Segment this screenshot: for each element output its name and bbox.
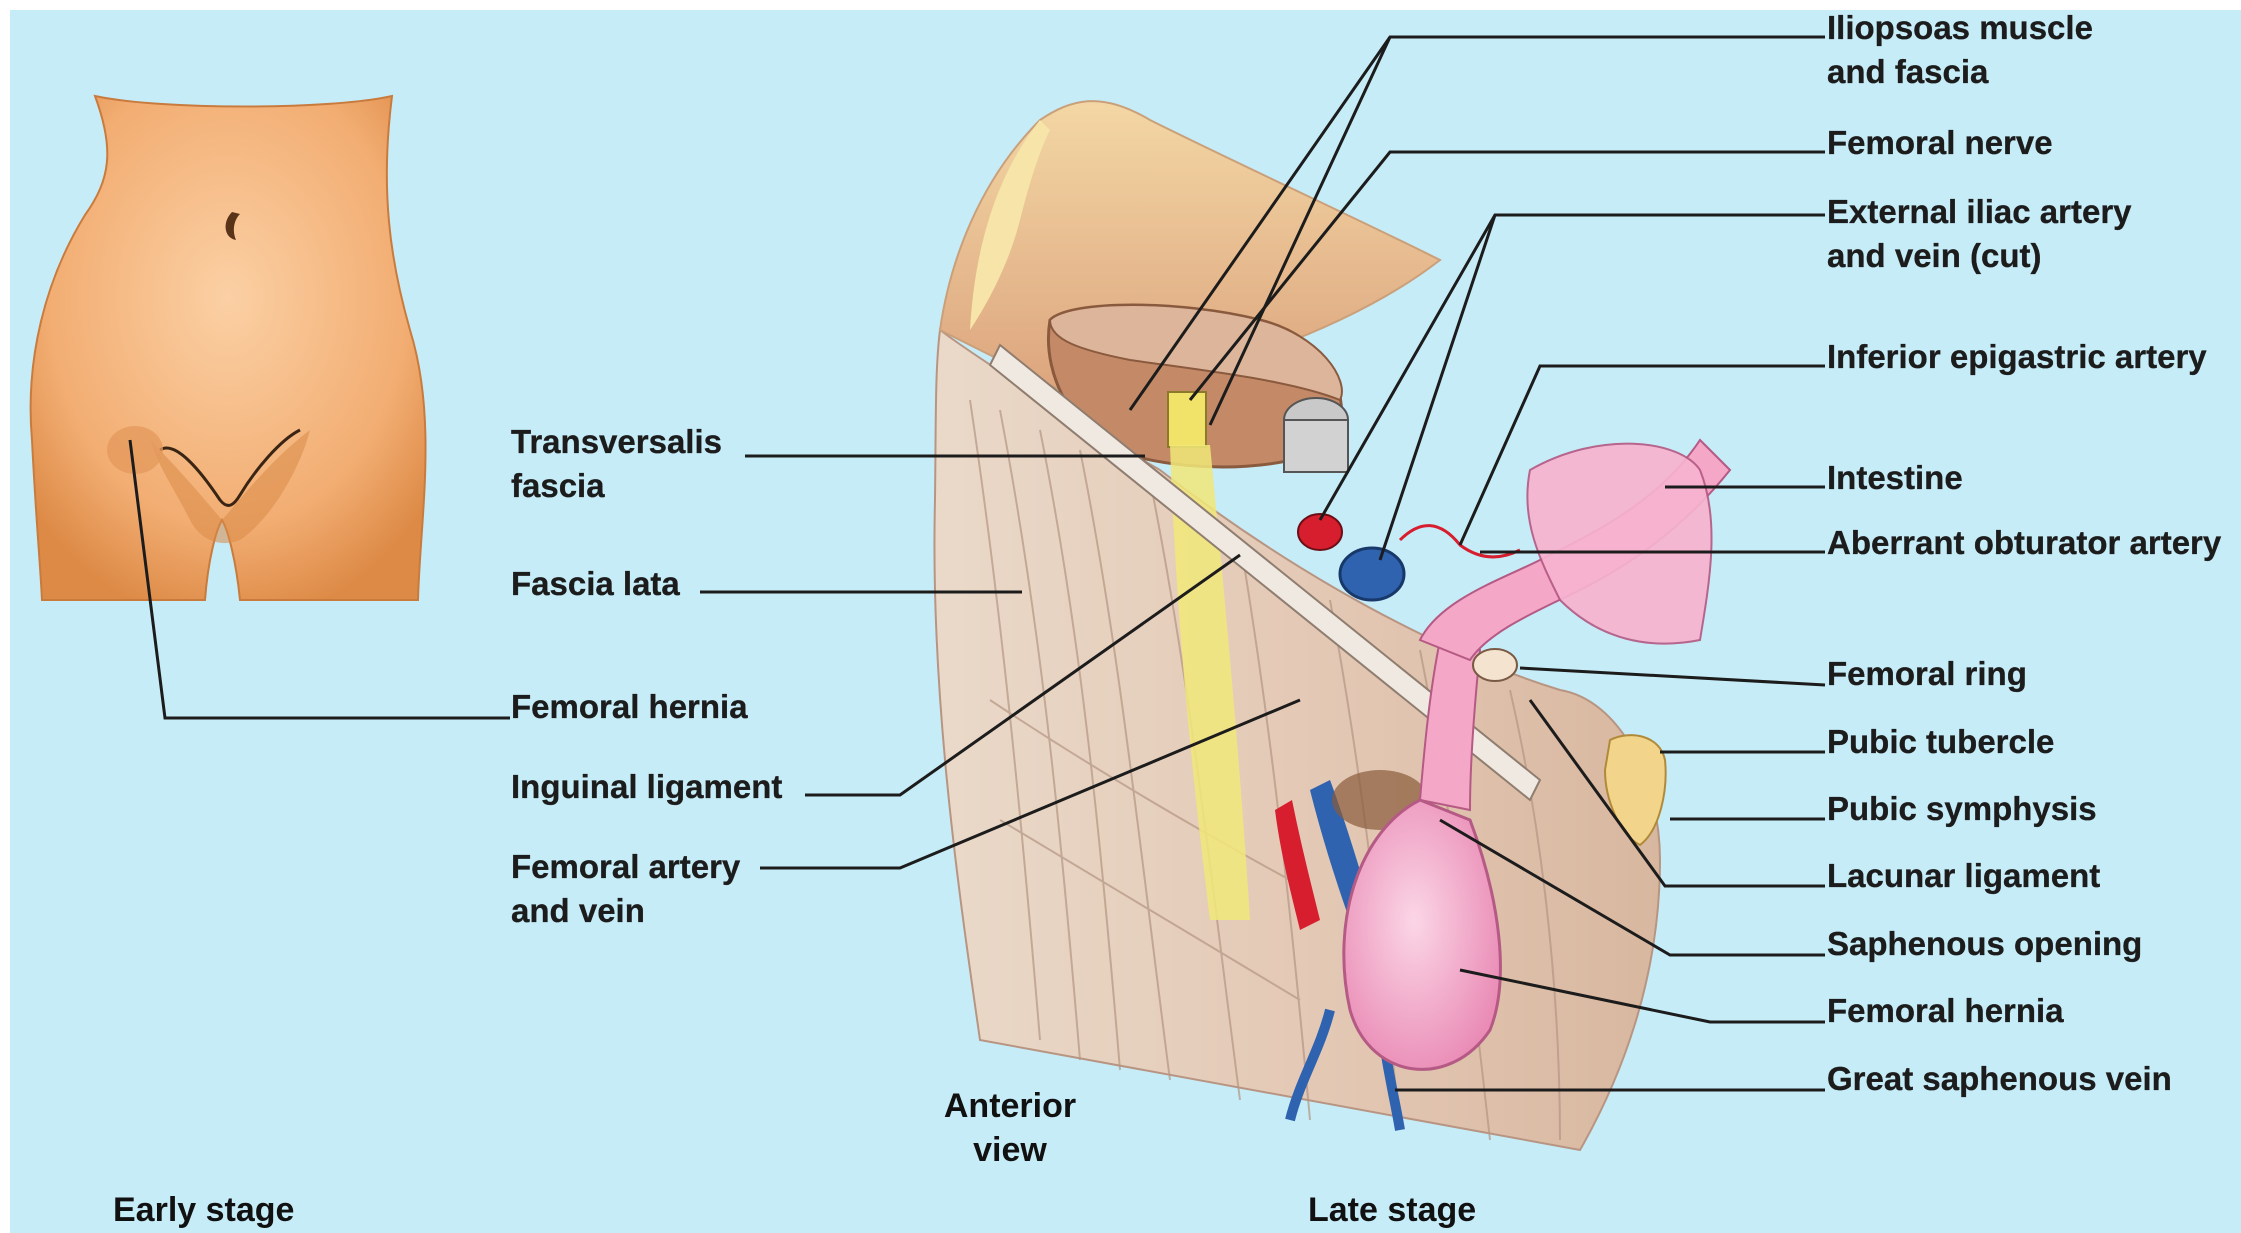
label-pubic-tubercle: Pubic tubercle — [1827, 720, 2054, 764]
early-hernia-bulge — [107, 426, 163, 474]
label-femoral-ring: Femoral ring — [1827, 652, 2027, 696]
caption-early-stage: Early stage — [113, 1188, 294, 1232]
label-femoral-artery-vein: Femoral artery and vein — [511, 845, 740, 933]
label-femoral-nerve: Femoral nerve — [1827, 121, 2053, 165]
label-lacunar-ligament: Lacunar ligament — [1827, 854, 2100, 898]
caption-anterior-view: Anterior view — [915, 1084, 1105, 1172]
label-femoral-hernia-left: Femoral hernia — [511, 685, 748, 729]
label-iliopsoas: Iliopsoas muscle and fascia — [1827, 6, 2093, 94]
intestine-loop — [1527, 444, 1711, 644]
label-inguinal-ligament: Inguinal ligament — [511, 765, 782, 809]
label-iliopsoas-line2: and fascia — [1827, 50, 2093, 94]
label-external-iliac: External iliac artery and vein (cut) — [1827, 190, 2132, 278]
label-aberrant-obturator: Aberrant obturator artery — [1827, 521, 2221, 565]
label-transversalis-line2: fascia — [511, 464, 722, 508]
label-iliopsoas-line1: Iliopsoas muscle — [1827, 6, 2093, 50]
label-intestine: Intestine — [1827, 456, 1963, 500]
caption-anterior-line1: Anterior — [915, 1084, 1105, 1128]
caption-late-stage: Late stage — [1308, 1188, 1476, 1232]
label-external-iliac-line2: and vein (cut) — [1827, 234, 2132, 278]
caption-anterior-line2: view — [915, 1128, 1105, 1172]
label-external-iliac-line1: External iliac artery — [1827, 190, 2132, 234]
label-great-saphenous-vein: Great saphenous vein — [1827, 1057, 2172, 1101]
label-saphenous-opening: Saphenous opening — [1827, 922, 2142, 966]
external-iliac-vein — [1340, 548, 1404, 600]
iliac-vessel-stump — [1284, 420, 1348, 472]
early-stage-figure — [31, 96, 426, 600]
label-transversalis-fascia: Transversalis fascia — [511, 420, 722, 508]
femoral-nerve-cut — [1168, 392, 1206, 447]
label-inferior-epigastric: Inferior epigastric artery — [1827, 335, 2207, 379]
late-stage-figure — [934, 101, 1730, 1150]
label-fascia-lata: Fascia lata — [511, 562, 680, 606]
label-femoral-hernia-right: Femoral hernia — [1827, 989, 2064, 1033]
label-femoral-artery-line2: and vein — [511, 889, 740, 933]
label-pubic-symphysis: Pubic symphysis — [1827, 787, 2097, 831]
femoral-ring — [1473, 649, 1517, 681]
label-transversalis-line1: Transversalis — [511, 420, 722, 464]
label-femoral-artery-line1: Femoral artery — [511, 845, 740, 889]
